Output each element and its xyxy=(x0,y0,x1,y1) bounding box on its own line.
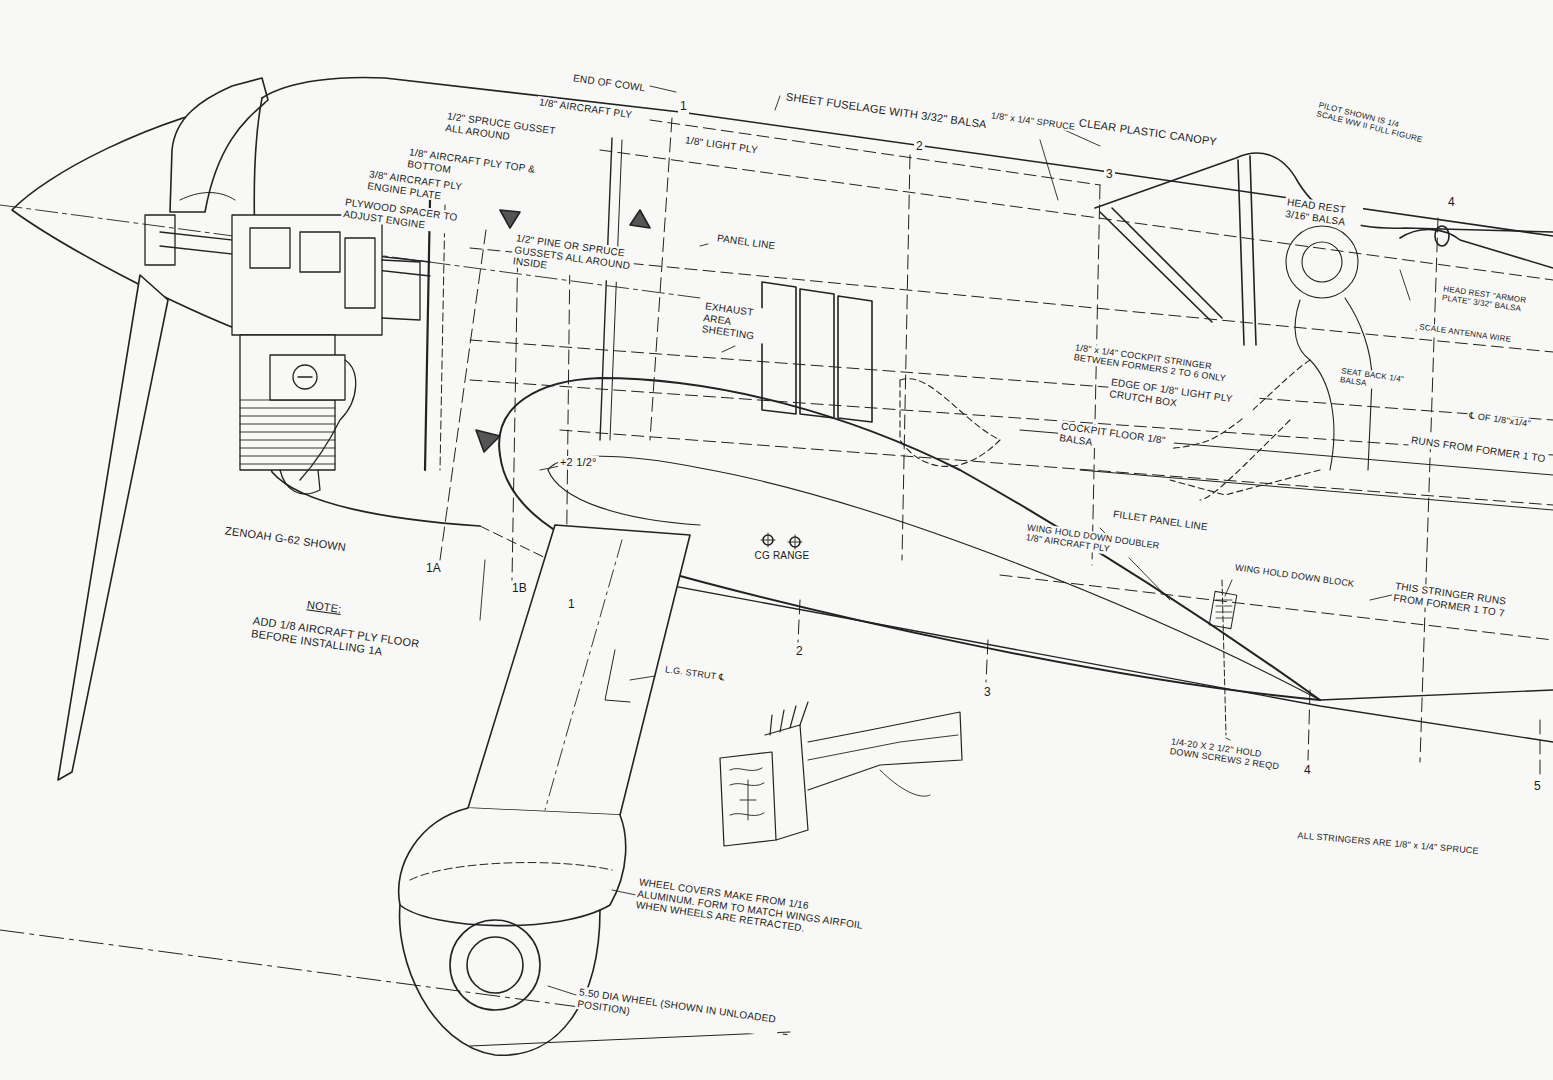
note-label: WHEEL COVERS MAKE FROM 1/16 ALUMINUM. FO… xyxy=(633,876,868,942)
note-label: HEAD REST "ARMOR PLATE" 3/32" BALSA xyxy=(1439,284,1549,317)
note-label: PILOT SHOWN IS 1/4 SCALE WW II FULL FIGU… xyxy=(1314,100,1431,146)
note-label: 1/8" AIRCRAFT PLY xyxy=(536,96,634,121)
note-label: WING HOLD DOWN DOUBLER 1/8" AIRCRAFT PLY xyxy=(1023,522,1168,563)
note-label: 1/8" LIGHT PLY xyxy=(682,134,760,156)
note-label: ZENOAH G-62 SHOWN xyxy=(222,524,349,554)
note-label: SCALE ANTENNA WIRE xyxy=(1417,322,1514,345)
note-label: HEAD REST 3/16" BALSA xyxy=(1283,196,1363,230)
callout-number: 2 xyxy=(914,140,925,154)
note-label: WING HOLD DOWN BLOCK xyxy=(1233,562,1357,590)
note-label: FILLET PANEL LINE xyxy=(1110,508,1210,533)
note-label: PANEL LINE xyxy=(714,232,778,252)
callout-number: 4 xyxy=(1446,196,1457,210)
note-label: EXHAUST AREA SHEETING xyxy=(699,300,779,345)
callout-number: 3 xyxy=(1104,168,1115,182)
note-label: CLEAR PLASTIC CANOPY xyxy=(1076,116,1219,148)
callout-number: 2 xyxy=(794,645,805,659)
note-label: NOTE: xyxy=(304,598,344,616)
callout-number: 1 xyxy=(566,598,577,612)
note-label: 1/2" PINE OR SPRUCE GUSSETS ALL AROUND I… xyxy=(510,232,636,283)
callout-number: 4 xyxy=(1302,764,1313,778)
note-label: ALL STRINGERS ARE 1/8" x 1/4" SPRUCE xyxy=(1295,830,1481,857)
note-label: 1/8" x 1/4" SPRUCE xyxy=(989,110,1078,133)
note-label: 1/4-20 X 2 1/2" HOLD DOWN SCREWS 2 REQD xyxy=(1167,736,1285,773)
note-label: THIS STRINGER RUNS FROM FORMER 1 TO 7 xyxy=(1391,580,1537,623)
callout-number: 1A xyxy=(424,562,443,576)
callout-number: 1 xyxy=(678,100,689,114)
note-label: COCKPIT FLOOR 1/8" BALSA xyxy=(1057,420,1175,459)
note-label: ℄ OF 1/8"x1/4" xyxy=(1467,410,1534,429)
note-label: RUNS FROM FORMER 1 TO xyxy=(1408,434,1548,465)
note-label: ADD 1/8 AIRCRAFT PLY FLOOR BEFORE INSTAL… xyxy=(248,614,467,669)
callout-number: 3 xyxy=(982,686,993,700)
note-label: 5.50 DIA WHEEL (SHOWN IN UNLOADED POSITI… xyxy=(575,986,780,1037)
note-label: +2 1/2° xyxy=(558,456,599,469)
note-label: CG RANGE xyxy=(750,550,814,562)
note-label: L.G. STRUT ℄ xyxy=(663,664,728,683)
note-label: SHEET FUSELAGE WITH 3/32" BALSA xyxy=(783,90,989,131)
callout-number: 5 xyxy=(1532,780,1543,794)
note-label: SEAT BACK 1/4" BALSA xyxy=(1337,366,1409,394)
callout-number: 1B xyxy=(510,582,529,596)
note-label: END OF COWL xyxy=(570,72,648,94)
note-label: 1/8" x 1/4" COCKPIT STRINGER BETWEEN FOR… xyxy=(1071,342,1248,387)
note-label: 1/2" SPRUCE GUSSET ALL AROUND xyxy=(443,110,567,150)
